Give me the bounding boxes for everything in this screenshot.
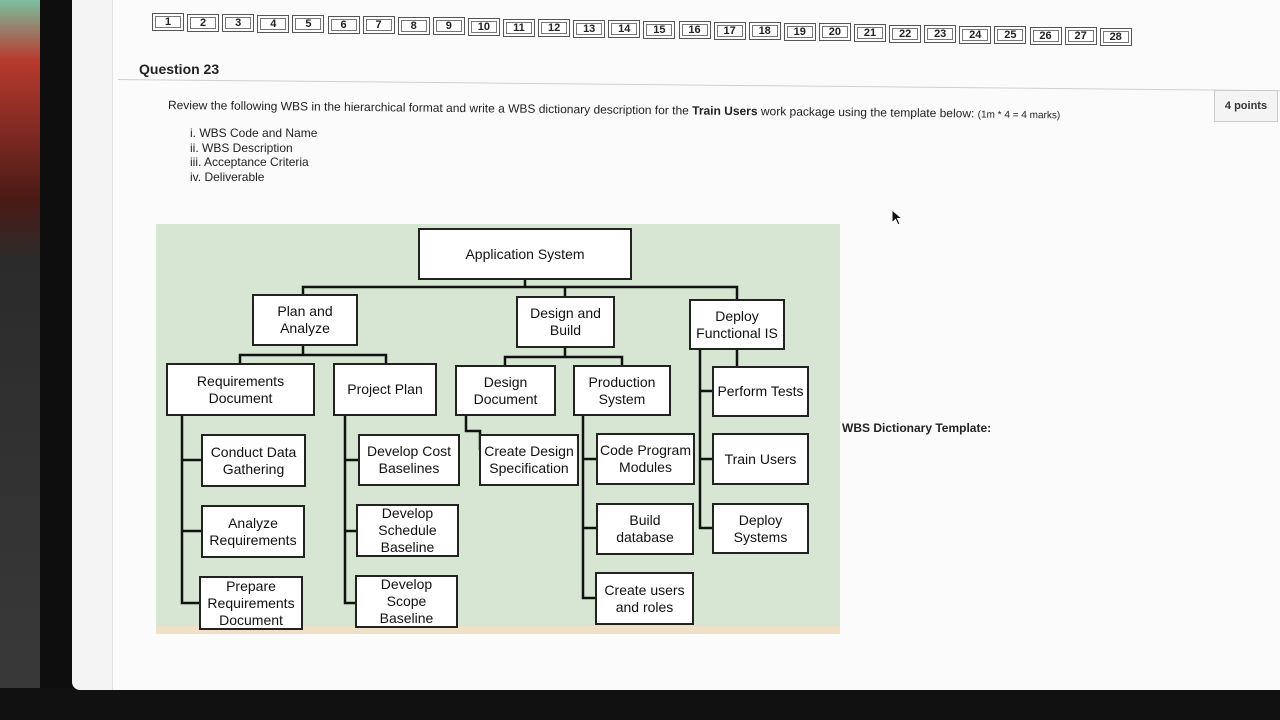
wbs-node-create-design-specification: Create Design Specification <box>479 434 579 486</box>
question-nav-button[interactable]: 15 <box>643 20 676 39</box>
mouse-cursor-icon <box>891 209 904 226</box>
wbs-node-train-users: Train Users <box>712 433 809 485</box>
question-nav-button[interactable]: 25 <box>994 26 1027 45</box>
question-nav-button[interactable]: 11 <box>503 18 535 37</box>
wbs-node-plan-and-analyze: Plan and Analyze <box>252 294 358 346</box>
question-nav-button[interactable]: 2 <box>187 13 220 32</box>
wbs-node-requirements-document: Requirements Document <box>166 363 315 416</box>
question-nav-button[interactable]: 27 <box>1064 27 1097 46</box>
wbs-node-design-document: Design Document <box>455 365 556 416</box>
question-nav-button[interactable]: 19 <box>783 22 816 41</box>
question-nav-button[interactable]: 13 <box>573 19 606 38</box>
wbs-diagram <box>156 224 840 634</box>
question-nav-button[interactable]: 4 <box>257 14 290 33</box>
wbs-node-prepare-requirements-document: Prepare Requirements Document <box>199 576 303 630</box>
list-item: ii. WBS Description <box>190 140 293 155</box>
wbs-node-deploy-functional-is: Deploy Functional IS <box>689 299 785 350</box>
wbs-node-build-database: Build database <box>596 503 694 555</box>
wbs-node-analyze-requirements: Analyze Requirements <box>201 505 305 558</box>
question-nav-button[interactable]: 26 <box>1029 26 1062 45</box>
wbs-node-develop-cost-baselines: Develop Cost Baselines <box>358 434 460 486</box>
prompt-text-end: work package using the template below: <box>757 104 978 121</box>
question-nav-button[interactable]: 10 <box>467 17 500 36</box>
wbs-node-application-system: Application System <box>418 228 632 280</box>
question-nav-button[interactable]: 7 <box>362 16 395 35</box>
list-item: iv. Deliverable <box>190 169 265 184</box>
wbs-dictionary-label: WBS Dictionary Template: <box>842 421 992 435</box>
question-nav-button[interactable]: 24 <box>959 25 992 44</box>
question-nav-button[interactable]: 20 <box>818 23 851 42</box>
wbs-node-project-plan: Project Plan <box>333 363 437 416</box>
question-nav-button[interactable]: 1 <box>152 13 184 31</box>
wbs-node-create-users-and-roles: Create users and roles <box>595 572 694 625</box>
wbs-node-develop-scope-baseline: Develop Scope Baseline <box>355 575 458 628</box>
question-nav-button[interactable]: 16 <box>678 21 711 40</box>
question-title: Question 23 <box>139 61 220 77</box>
wbs-node-conduct-data-gathering: Conduct Data Gathering <box>201 434 306 487</box>
question-nav-button[interactable]: 17 <box>713 21 746 40</box>
prompt-bold-text: Train Users <box>692 103 758 119</box>
question-nav-button[interactable]: 21 <box>854 24 886 42</box>
list-item: i. WBS Code and Name <box>190 126 318 140</box>
question-nav-button[interactable]: 3 <box>222 14 255 33</box>
monitor-bezel-bottom <box>0 688 1280 720</box>
question-nav-button[interactable]: 9 <box>432 17 465 36</box>
wbs-node-code-program-modules: Code Program Modules <box>596 433 695 485</box>
question-nav-button[interactable]: 14 <box>608 20 641 39</box>
question-nav-button[interactable]: 28 <box>1099 27 1132 46</box>
question-nav-button[interactable]: 8 <box>397 16 430 35</box>
wbs-node-perform-tests: Perform Tests <box>712 366 809 417</box>
list-item: iii. Acceptance Criteria <box>190 155 309 169</box>
answer-items-list: i. WBS Code and Name ii. WBS Description… <box>190 126 317 184</box>
question-nav-button[interactable]: 6 <box>327 15 360 34</box>
question-nav-button[interactable]: 23 <box>924 25 957 44</box>
wbs-node-production-system: Production System <box>573 365 671 416</box>
prompt-marks: (1m * 4 = 4 marks) <box>977 109 1061 122</box>
question-nav-button[interactable]: 18 <box>748 22 781 41</box>
wbs-node-design-and-build: Design and Build <box>516 296 615 348</box>
question-nav-button[interactable]: 5 <box>292 15 325 34</box>
wbs-diagram-bottom-strip <box>156 626 840 634</box>
wbs-node-deploy-systems: Deploy Systems <box>712 503 809 554</box>
points-badge: 4 points <box>1214 90 1278 122</box>
wbs-node-develop-schedule-baseline: Develop Schedule Baseline <box>356 504 459 557</box>
question-nav-button[interactable]: 22 <box>889 24 922 43</box>
question-nav-button[interactable]: 12 <box>538 19 571 38</box>
